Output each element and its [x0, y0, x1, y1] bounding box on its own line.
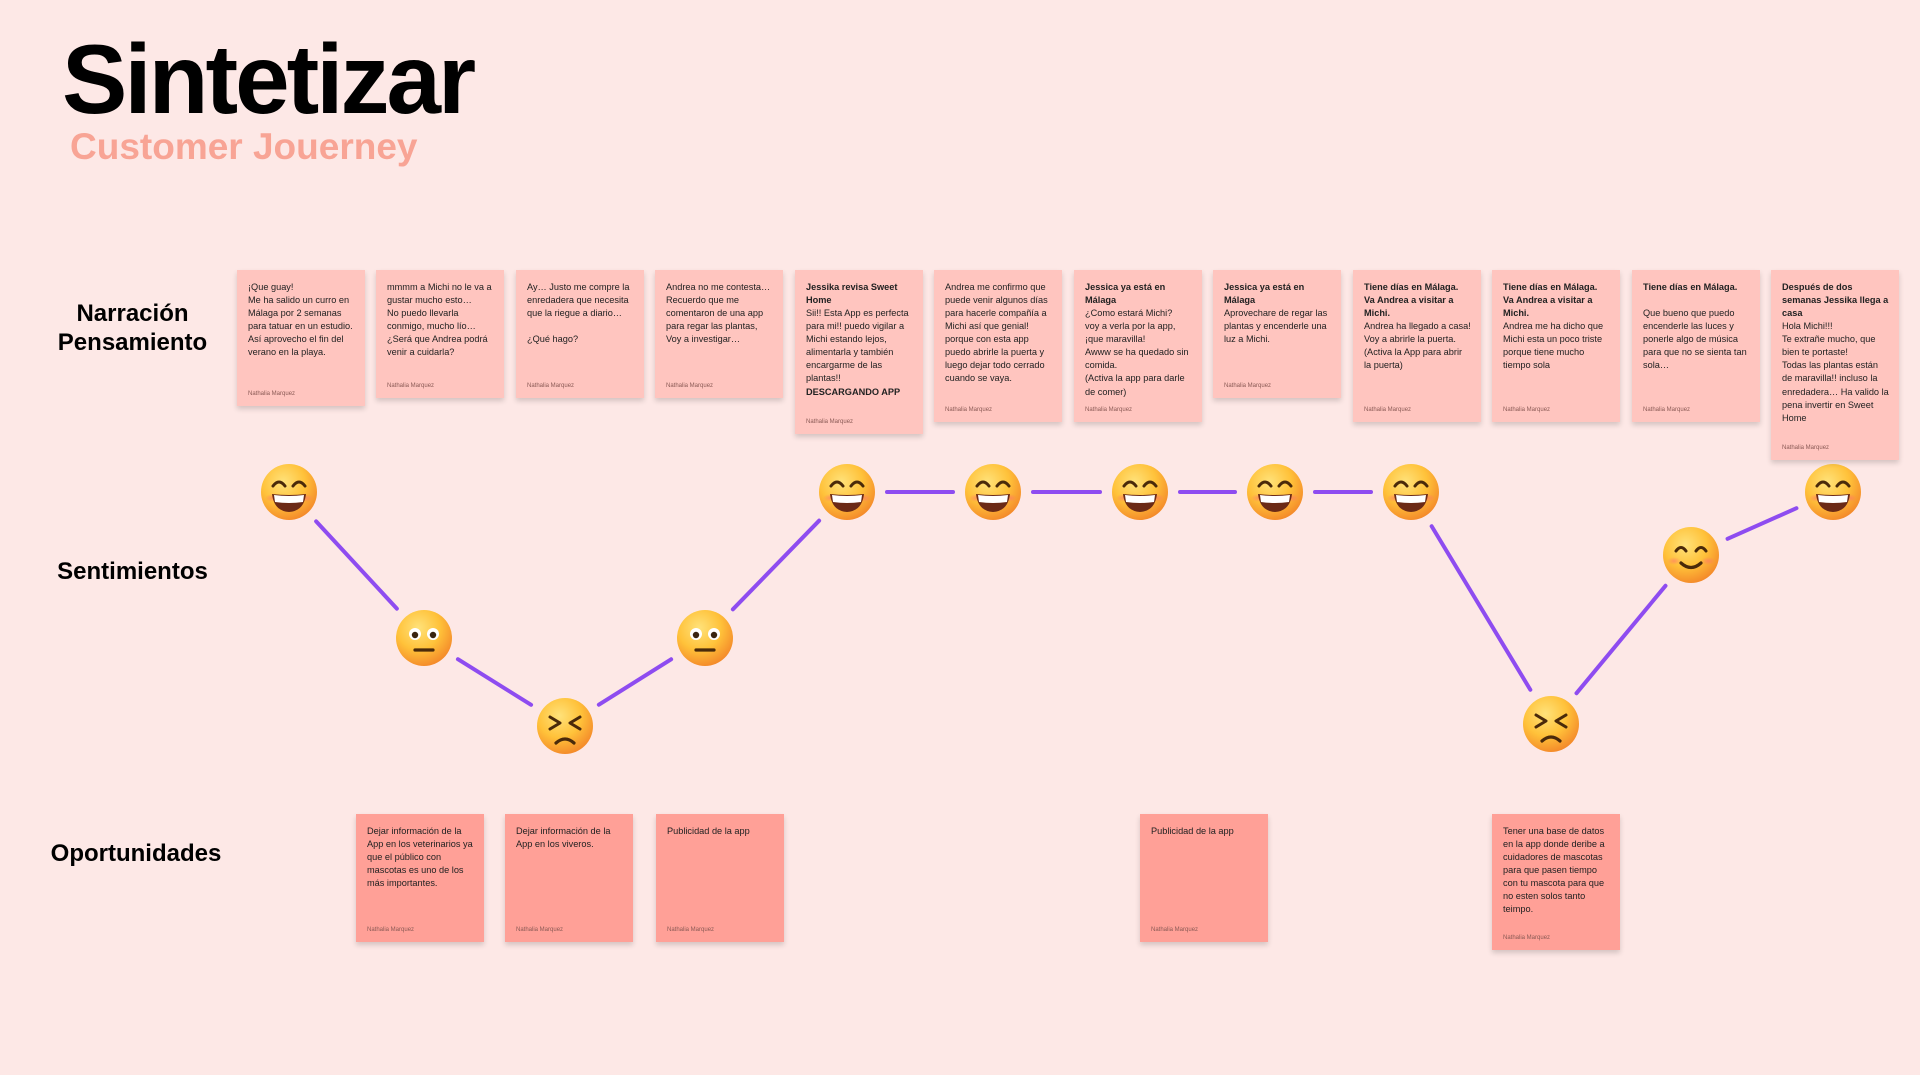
neutral-face-icon	[677, 610, 733, 666]
page-subtitle: Customer Jouerney	[70, 126, 418, 167]
narration-sticky-note[interactable]: Después de dos semanas Jessika llega a c…	[1771, 270, 1899, 460]
smile-face-icon	[1663, 527, 1719, 583]
note-author: Nathalia Marquez	[1503, 407, 1551, 414]
sentiment-connector	[314, 519, 399, 611]
note-author: Nathalia Marquez	[367, 927, 415, 934]
sentiment-connector	[1725, 506, 1799, 541]
note-text: Dejar información de la App en los viver…	[516, 826, 611, 850]
note-heading: Jessica ya está en Málaga	[1085, 282, 1166, 306]
note-author: Nathalia Marquez	[1151, 927, 1199, 934]
note-text: Andrea ha llegado a casa! Voy a abrirle …	[1364, 321, 1471, 371]
narration-sticky-note[interactable]: Jessica ya está en Málaga¿Como estará Mi…	[1074, 270, 1202, 422]
grin-face-icon	[1383, 464, 1439, 520]
note-heading: Jessika revisa Sweet Home	[806, 282, 898, 306]
note-author: Nathalia Marquez	[666, 383, 714, 390]
narration-sticky-note[interactable]: Andrea me confirmo que puede venir algun…	[934, 270, 1062, 422]
sentiment-connector	[1429, 524, 1533, 692]
page-title: Sintetizar	[62, 24, 476, 134]
sentiment-connector	[1574, 583, 1668, 696]
note-text: Andrea me confirmo que puede venir algun…	[945, 282, 1048, 384]
grin-face-icon	[1247, 464, 1303, 520]
opportunity-sticky-note[interactable]: Dejar información de la App en los veter…	[356, 814, 484, 942]
note-text: Hola Michi!!! Te extrañe mucho, que bien…	[1782, 321, 1889, 423]
note-author: Nathalia Marquez	[1782, 445, 1830, 452]
note-text: Tener una base de datos en la app donde …	[1503, 826, 1605, 915]
note-text: Que bueno que puedo encenderle las luces…	[1643, 308, 1747, 371]
note-author: Nathalia Marquez	[248, 391, 296, 398]
grin-face-icon	[1112, 464, 1168, 520]
note-heading: Tiene días en Málaga.	[1643, 282, 1738, 292]
note-author: Nathalia Marquez	[1364, 407, 1412, 414]
grin-face-icon	[965, 464, 1021, 520]
note-text: Ay… Justo me compre la enredadera que ne…	[527, 282, 630, 345]
note-text: Andrea no me contesta… Recuerdo que me c…	[666, 282, 771, 345]
note-heading: Después de dos semanas Jessika llega a c…	[1782, 282, 1889, 319]
note-author: Nathalia Marquez	[1224, 383, 1272, 390]
note-author: Nathalia Marquez	[667, 927, 715, 934]
note-text: Publicidad de la app	[1151, 826, 1234, 836]
note-author: Nathalia Marquez	[1643, 407, 1691, 414]
narration-sticky-note[interactable]: Tiene días en Málaga. Va Andrea a visita…	[1353, 270, 1481, 422]
sentiment-connector	[596, 657, 674, 707]
grin-face-icon	[1805, 464, 1861, 520]
note-text: Andrea me ha dicho que Michi esta un poc…	[1503, 321, 1604, 371]
note-text: Aprovechare de regar las plantas y encen…	[1224, 308, 1328, 345]
narration-sticky-note[interactable]: mmmm a Michi no le va a gustar mucho est…	[376, 270, 504, 398]
note-text: ¿Como estará Michi? voy a verla por la a…	[1085, 308, 1189, 397]
note-text: mmmm a Michi no le va a gustar mucho est…	[387, 282, 492, 358]
note-author: Nathalia Marquez	[516, 927, 564, 934]
row-label-opportunities: Oportunidades	[50, 840, 222, 867]
row-label-feelings: Sentimientos	[57, 558, 208, 585]
sentiment-connector	[730, 518, 822, 612]
note-text: Sii!! Esta App es perfecta para mi!! pue…	[806, 308, 909, 384]
note-author: Nathalia Marquez	[1503, 935, 1551, 942]
note-author: Nathalia Marquez	[387, 383, 435, 390]
note-text: ¡Que guay! Me ha salido un curro en Mála…	[248, 282, 353, 358]
grin-face-icon	[819, 464, 875, 520]
note-author: Nathalia Marquez	[945, 407, 993, 414]
note-text: Dejar información de la App en los veter…	[367, 826, 473, 889]
narration-sticky-note[interactable]: Andrea no me contesta… Recuerdo que me c…	[655, 270, 783, 398]
note-tail: DESCARGANDO APP	[806, 386, 901, 397]
note-author: Nathalia Marquez	[1085, 407, 1133, 414]
narration-sticky-note[interactable]: ¡Que guay! Me ha salido un curro en Mála…	[237, 270, 365, 406]
note-author: Nathalia Marquez	[806, 419, 854, 426]
opportunity-sticky-note[interactable]: Tener una base de datos en la app donde …	[1492, 814, 1620, 950]
row-label-narration: Narración Pensamiento	[57, 300, 208, 356]
sentiment-connector	[455, 657, 534, 707]
narration-sticky-note[interactable]: Tiene días en Málaga. Que bueno que pued…	[1632, 270, 1760, 422]
note-text: Publicidad de la app	[667, 826, 750, 836]
note-heading: Tiene días en Málaga. Va Andrea a visita…	[1364, 282, 1459, 319]
narration-sticky-note[interactable]: Ay… Justo me compre la enredadera que ne…	[516, 270, 644, 398]
grin-face-icon	[261, 464, 317, 520]
opportunity-sticky-note[interactable]: Dejar información de la App en los viver…	[505, 814, 633, 942]
narration-sticky-note[interactable]: Tiene días en Málaga. Va Andrea a visita…	[1492, 270, 1620, 422]
distressed-face-icon	[1523, 696, 1579, 752]
note-author: Nathalia Marquez	[527, 383, 575, 390]
neutral-face-icon	[396, 610, 452, 666]
note-heading: Tiene días en Málaga. Va Andrea a visita…	[1503, 282, 1598, 319]
note-heading: Jessica ya está en Málaga	[1224, 282, 1305, 306]
distressed-face-icon	[537, 698, 593, 754]
